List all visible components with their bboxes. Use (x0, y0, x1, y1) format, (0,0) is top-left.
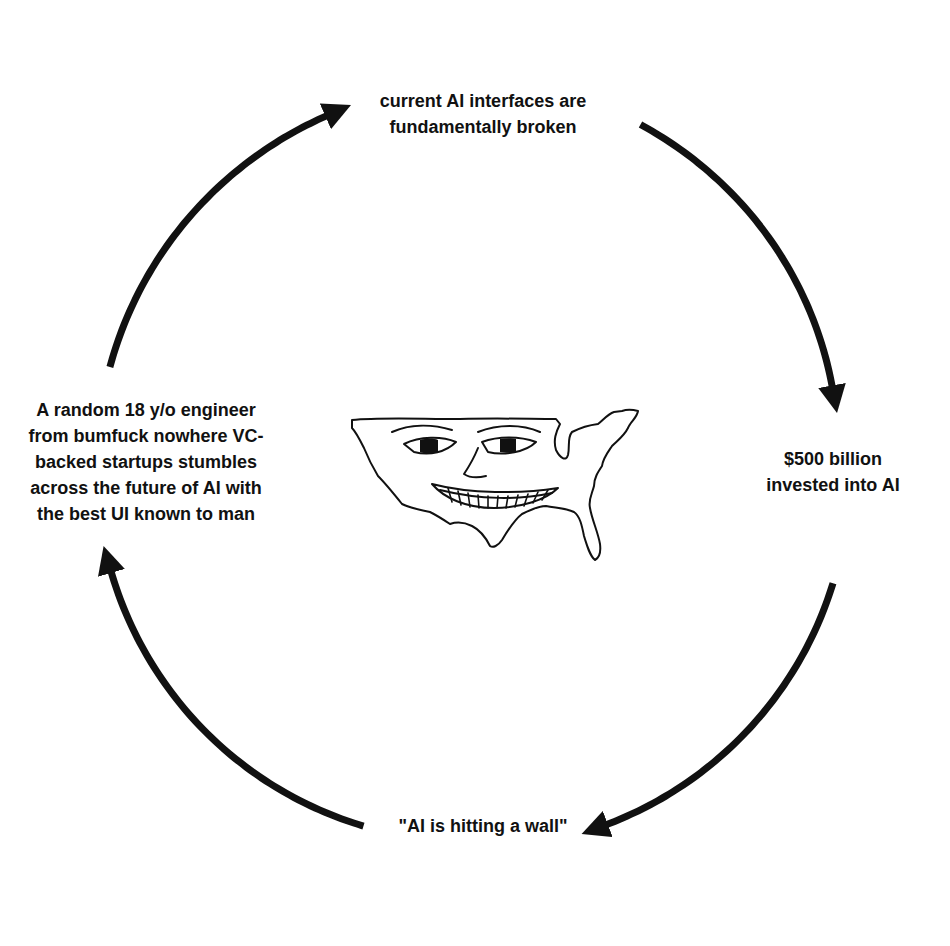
step-text: A random 18 y/o engineer from bumfuck no… (17, 397, 275, 527)
step-text: "AI is hitting a wall" (398, 813, 567, 839)
cycle-arrow (110, 567, 364, 826)
left-eye (404, 438, 456, 454)
cycle-step: $500 billion invested into AI (758, 446, 908, 498)
usa-outline (352, 410, 638, 560)
right-brow (478, 426, 540, 432)
cycle-arrow (641, 125, 834, 391)
cycle-step: "AI is hitting a wall" (398, 813, 567, 839)
right-eye (482, 438, 536, 454)
grin-outline (432, 484, 558, 508)
cycle-step: current AI interfaces are fundamentally … (366, 88, 601, 140)
cycle-arrow (110, 114, 331, 367)
cycle-step: A random 18 y/o engineer from bumfuck no… (17, 397, 275, 527)
step-text: $500 billion invested into AI (758, 446, 908, 498)
right-pupil (500, 438, 516, 453)
cycle-arrow (603, 583, 833, 826)
nose (464, 448, 486, 477)
left-pupil (420, 439, 438, 454)
step-text: current AI interfaces are fundamentally … (366, 88, 601, 140)
left-brow (392, 426, 452, 432)
grin-teeth (448, 488, 548, 508)
